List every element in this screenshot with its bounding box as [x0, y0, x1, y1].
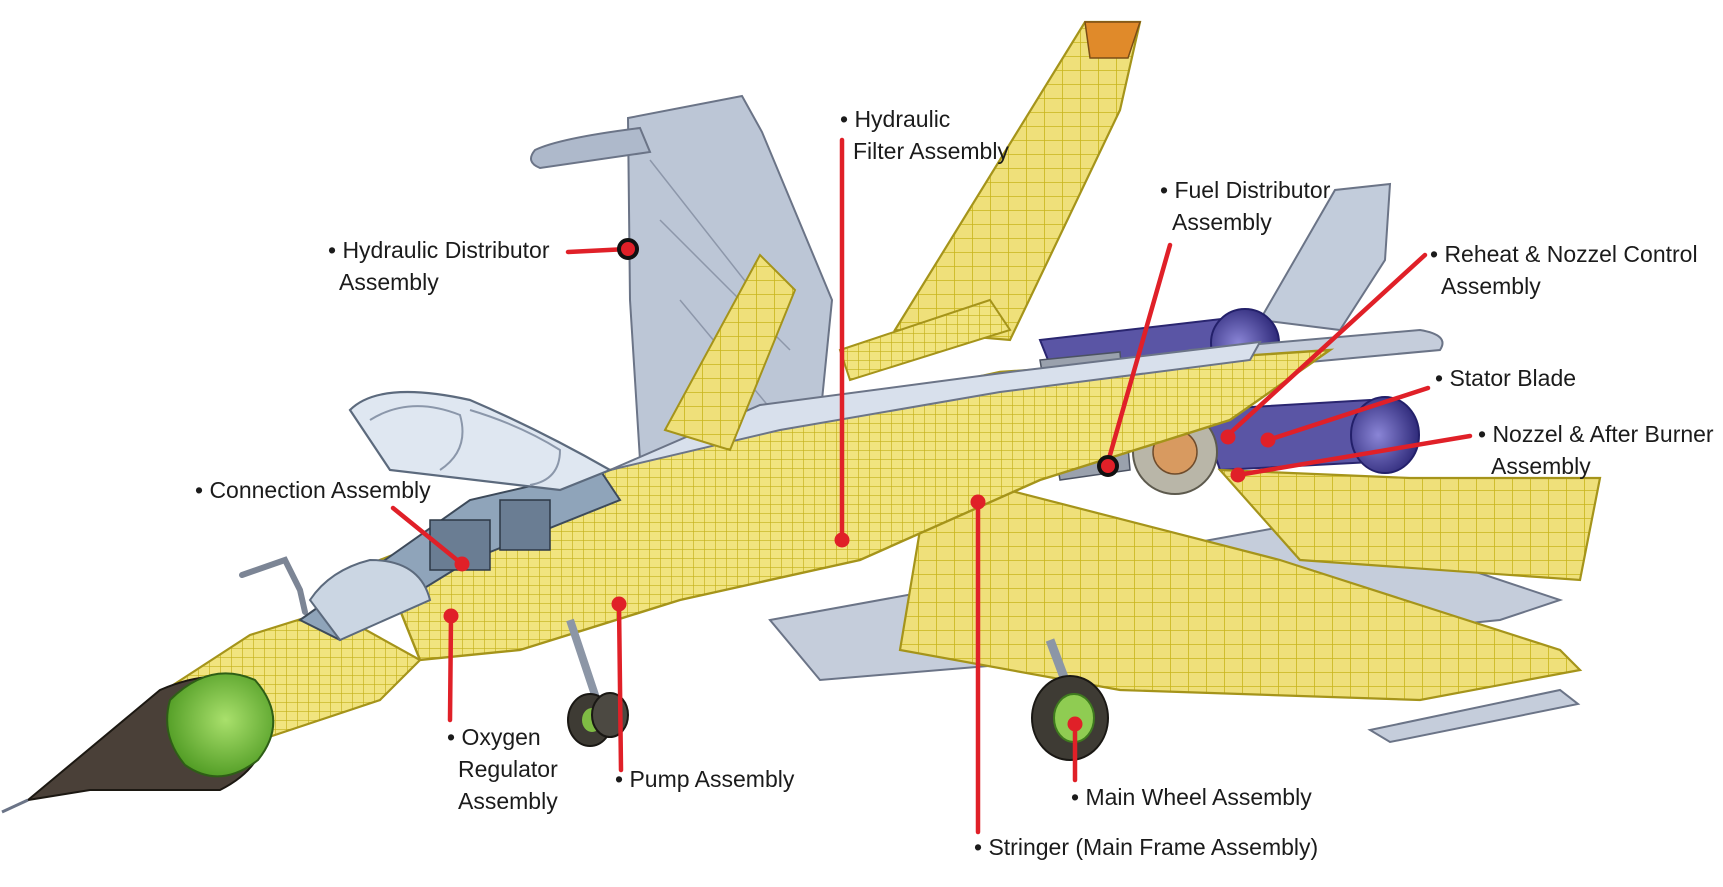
- leader-fuel-distributor: [1105, 242, 1173, 465]
- leader-pump: [616, 601, 624, 773]
- anchor-nozzel-after-burner: [1230, 467, 1246, 483]
- radar-dish: [166, 672, 275, 778]
- label-fuel-distributor: • Fuel Distributor Assembly: [1160, 174, 1330, 238]
- label-line: • Reheat & Nozzel Control: [1430, 241, 1698, 267]
- rear-tail-fin: [1258, 182, 1392, 332]
- aircraft-illustration: [1, 20, 1602, 814]
- label-line: • Pump Assembly: [615, 766, 795, 792]
- label-line: Assembly: [1441, 273, 1541, 299]
- label-line: • Stringer (Main Frame Assembly): [974, 834, 1319, 860]
- anchor-stringer: [970, 494, 986, 510]
- label-hydraulic-filter: • Hydraulic Filter Assembly: [840, 103, 1009, 167]
- label-line: Assembly: [458, 788, 558, 814]
- anchor-stator-blade: [1260, 432, 1276, 448]
- label-stator-blade: • Stator Blade: [1435, 362, 1576, 394]
- leader-connection: [390, 505, 465, 567]
- anchor-hydraulic-filter: [834, 532, 850, 548]
- label-line: Assembly: [1491, 453, 1591, 479]
- canard-panel: [663, 253, 797, 452]
- label-line: • Nozzel & After Burner: [1478, 421, 1714, 447]
- right-vertical-stabilizer: [893, 20, 1142, 342]
- anchor-pump: [611, 596, 627, 612]
- leader-stator-blade: [1265, 385, 1431, 443]
- label-main-wheel: • Main Wheel Assembly: [1071, 781, 1312, 813]
- leader-oxygen-regulator: [447, 613, 454, 723]
- cockpit: [298, 390, 622, 642]
- label-line: • Connection Assembly: [195, 477, 431, 503]
- label-line: • Fuel Distributor: [1160, 177, 1331, 203]
- anchor-dots: [443, 238, 1276, 732]
- anchor-reheat-nozzel: [1220, 429, 1236, 445]
- anchor-oxygen-regulator: [443, 608, 459, 624]
- horizontal-stabilizer: [1217, 468, 1602, 582]
- label-line: • Hydraulic: [840, 106, 951, 132]
- label-line: Regulator: [458, 756, 558, 782]
- label-line: Assembly: [1172, 209, 1272, 235]
- fuselage-spine: [609, 340, 1262, 471]
- label-connection: • Connection Assembly: [195, 474, 431, 506]
- anchor-hydraulic-distributor: [617, 238, 639, 260]
- air-intake-panel: [838, 298, 1012, 382]
- wingtip-rail: [1367, 688, 1581, 744]
- leader-lines: [390, 137, 1473, 835]
- label-reheat-nozzel: • Reheat & Nozzel Control Assembly: [1430, 238, 1698, 302]
- anchor-fuel-distributor: [1097, 455, 1119, 477]
- label-nozzel-after-burner: • Nozzel & After Burner Assembly: [1478, 418, 1714, 482]
- leader-reheat-nozzel: [1225, 252, 1428, 438]
- label-line: Filter Assembly: [853, 138, 1009, 164]
- label-line: Assembly: [339, 269, 439, 295]
- anchor-main-wheel: [1067, 716, 1083, 732]
- label-line: • Stator Blade: [1435, 365, 1577, 391]
- label-line: • Hydraulic Distributor: [328, 237, 550, 263]
- label-oxygen-regulator: • Oxygen Regulator Assembly: [447, 721, 558, 817]
- label-stringer: • Stringer (Main Frame Assembly): [974, 831, 1318, 863]
- anchor-connection: [454, 556, 470, 572]
- label-line: • Main Wheel Assembly: [1071, 784, 1312, 810]
- main-wing: [898, 468, 1583, 702]
- pitot-probe: [1, 798, 29, 814]
- leader-nozzel-after-burner: [1235, 433, 1473, 478]
- left-vertical-stabilizer: [530, 94, 834, 462]
- refuel-probe: [239, 556, 308, 615]
- label-pump: • Pump Assembly: [615, 763, 794, 795]
- label-line: • Oxygen: [447, 724, 541, 750]
- label-hydraulic-distributor: • Hydraulic Distributor Assembly: [328, 234, 550, 298]
